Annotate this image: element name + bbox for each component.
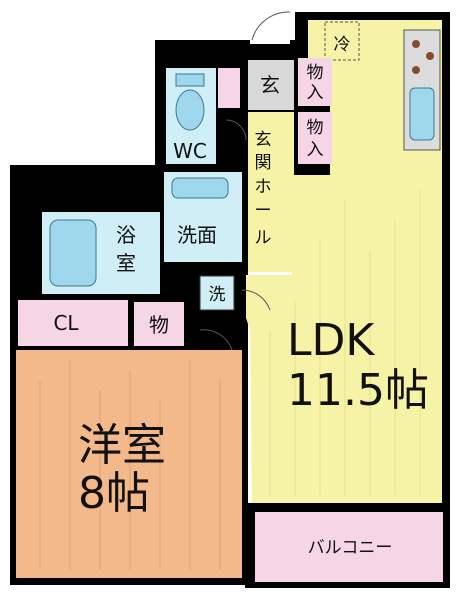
hall-label-3: ホ <box>255 177 272 197</box>
storage-1-line1: 物 <box>307 63 324 83</box>
toilet-tank-icon <box>175 73 205 87</box>
western-room-size: 8帖 <box>78 468 150 519</box>
hall-label-2: 関 <box>255 153 272 173</box>
storage-2-line1: 物 <box>307 118 324 138</box>
western-room-name: 洋室 <box>78 420 166 471</box>
laundry-label: 洗 <box>209 285 226 305</box>
storage-small: 物 <box>134 302 184 346</box>
storage-1: 物 入 <box>298 58 332 106</box>
bathroom: 浴 室 <box>42 212 160 294</box>
storage-1-line2: 入 <box>307 83 324 103</box>
entry-door-swing-icon <box>251 11 291 41</box>
bath-label-1: 浴 <box>116 223 136 247</box>
toilet-bowl-icon <box>175 89 205 131</box>
ldk-room: 冷 LDK 11.5帖 <box>246 20 442 503</box>
fridge-space <box>324 21 360 61</box>
bathtub-icon <box>49 219 97 287</box>
ldk-size: 11.5帖 <box>287 365 429 416</box>
storage-2-line2: 入 <box>307 140 324 160</box>
wc-label: WC <box>173 139 207 163</box>
closet-label: CL <box>53 311 79 335</box>
hall-label-5: ル <box>255 228 272 248</box>
western-room: 洋室 8帖 <box>16 350 242 578</box>
storage-small-label: 物 <box>149 313 169 337</box>
kitchen-sink-icon <box>409 87 435 141</box>
door-swings <box>199 119 271 351</box>
ldk-name: LDK <box>287 315 375 366</box>
balcony-label: バルコニー <box>308 538 393 558</box>
hall-label-1: 玄 <box>255 130 272 150</box>
fridge-label: 冷 <box>334 35 351 55</box>
storage-2: 物 入 <box>298 112 332 164</box>
wash-basin-icon <box>171 177 229 199</box>
entrance-area: 玄 玄 関 ホ ー ル <box>248 11 294 272</box>
entrance-floor <box>248 60 294 110</box>
stove-burner-icon <box>412 66 420 74</box>
bath-label-2: 室 <box>116 251 136 275</box>
hall-label-4: ー <box>255 201 272 221</box>
wc-room: WC <box>166 68 240 164</box>
washroom: 洗面 <box>164 172 242 262</box>
stove-burner-icon <box>412 40 420 48</box>
closet: CL <box>18 300 128 346</box>
washroom-label: 洗面 <box>177 223 217 247</box>
hall-floor <box>248 112 294 272</box>
entrance-label: 玄 <box>260 73 280 97</box>
laundry-space: 洗 <box>199 275 235 311</box>
stove-burner-icon <box>426 52 434 60</box>
entry-door-gap <box>250 36 290 44</box>
balcony: バルコニー <box>255 512 443 582</box>
